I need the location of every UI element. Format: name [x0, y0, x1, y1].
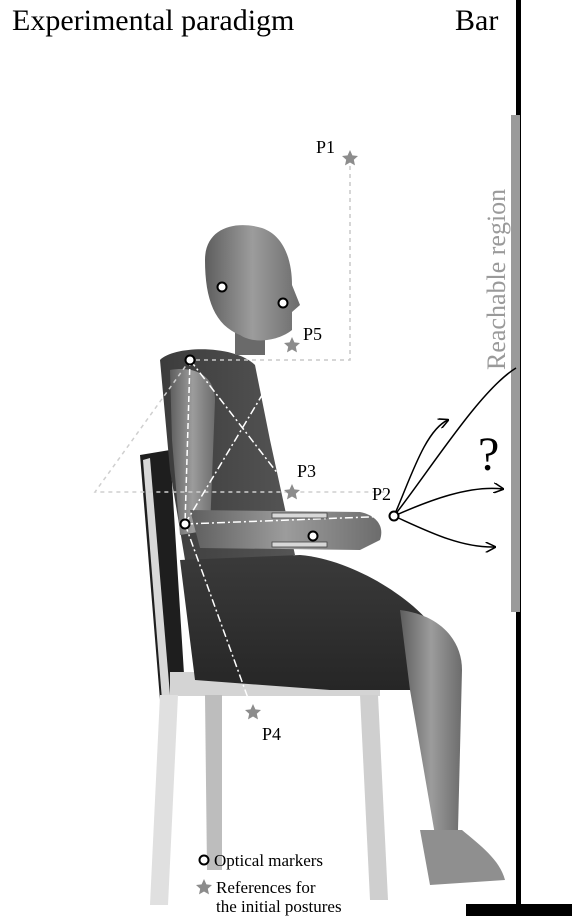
reachable-region-label: Reachable region — [482, 189, 511, 370]
optical-marker — [186, 356, 195, 365]
legend-references-line2: the initial postures — [216, 897, 342, 916]
reference-star-p4 — [245, 704, 261, 719]
point-label-p2: P2 — [372, 484, 391, 504]
reachable-region-strip — [511, 115, 520, 612]
legend-markers-label: Optical markers — [214, 851, 323, 870]
reference-star-p1 — [342, 150, 358, 165]
legend-star-icon — [196, 879, 212, 894]
point-label-p3: P3 — [297, 461, 316, 481]
legend-marker-icon — [200, 856, 209, 865]
bar-base — [466, 904, 572, 916]
optical-marker — [309, 532, 318, 541]
point-label-p5: P5 — [303, 324, 322, 344]
optical-marker — [181, 520, 190, 529]
legend: Optical markers References for the initi… — [196, 851, 342, 916]
wrist-bar-top — [272, 513, 327, 518]
point-label-p1: P1 — [316, 137, 335, 157]
question-mark: ? — [478, 428, 499, 481]
optical-marker — [279, 299, 288, 308]
wrist-bar-bottom — [272, 542, 327, 547]
optical-marker — [218, 283, 227, 292]
legend-references-line1: References for — [216, 878, 316, 897]
reference-star-p3 — [284, 484, 300, 499]
point-label-p4: P4 — [262, 724, 281, 744]
reference-star-p5 — [284, 337, 300, 352]
optical-marker — [390, 512, 399, 521]
